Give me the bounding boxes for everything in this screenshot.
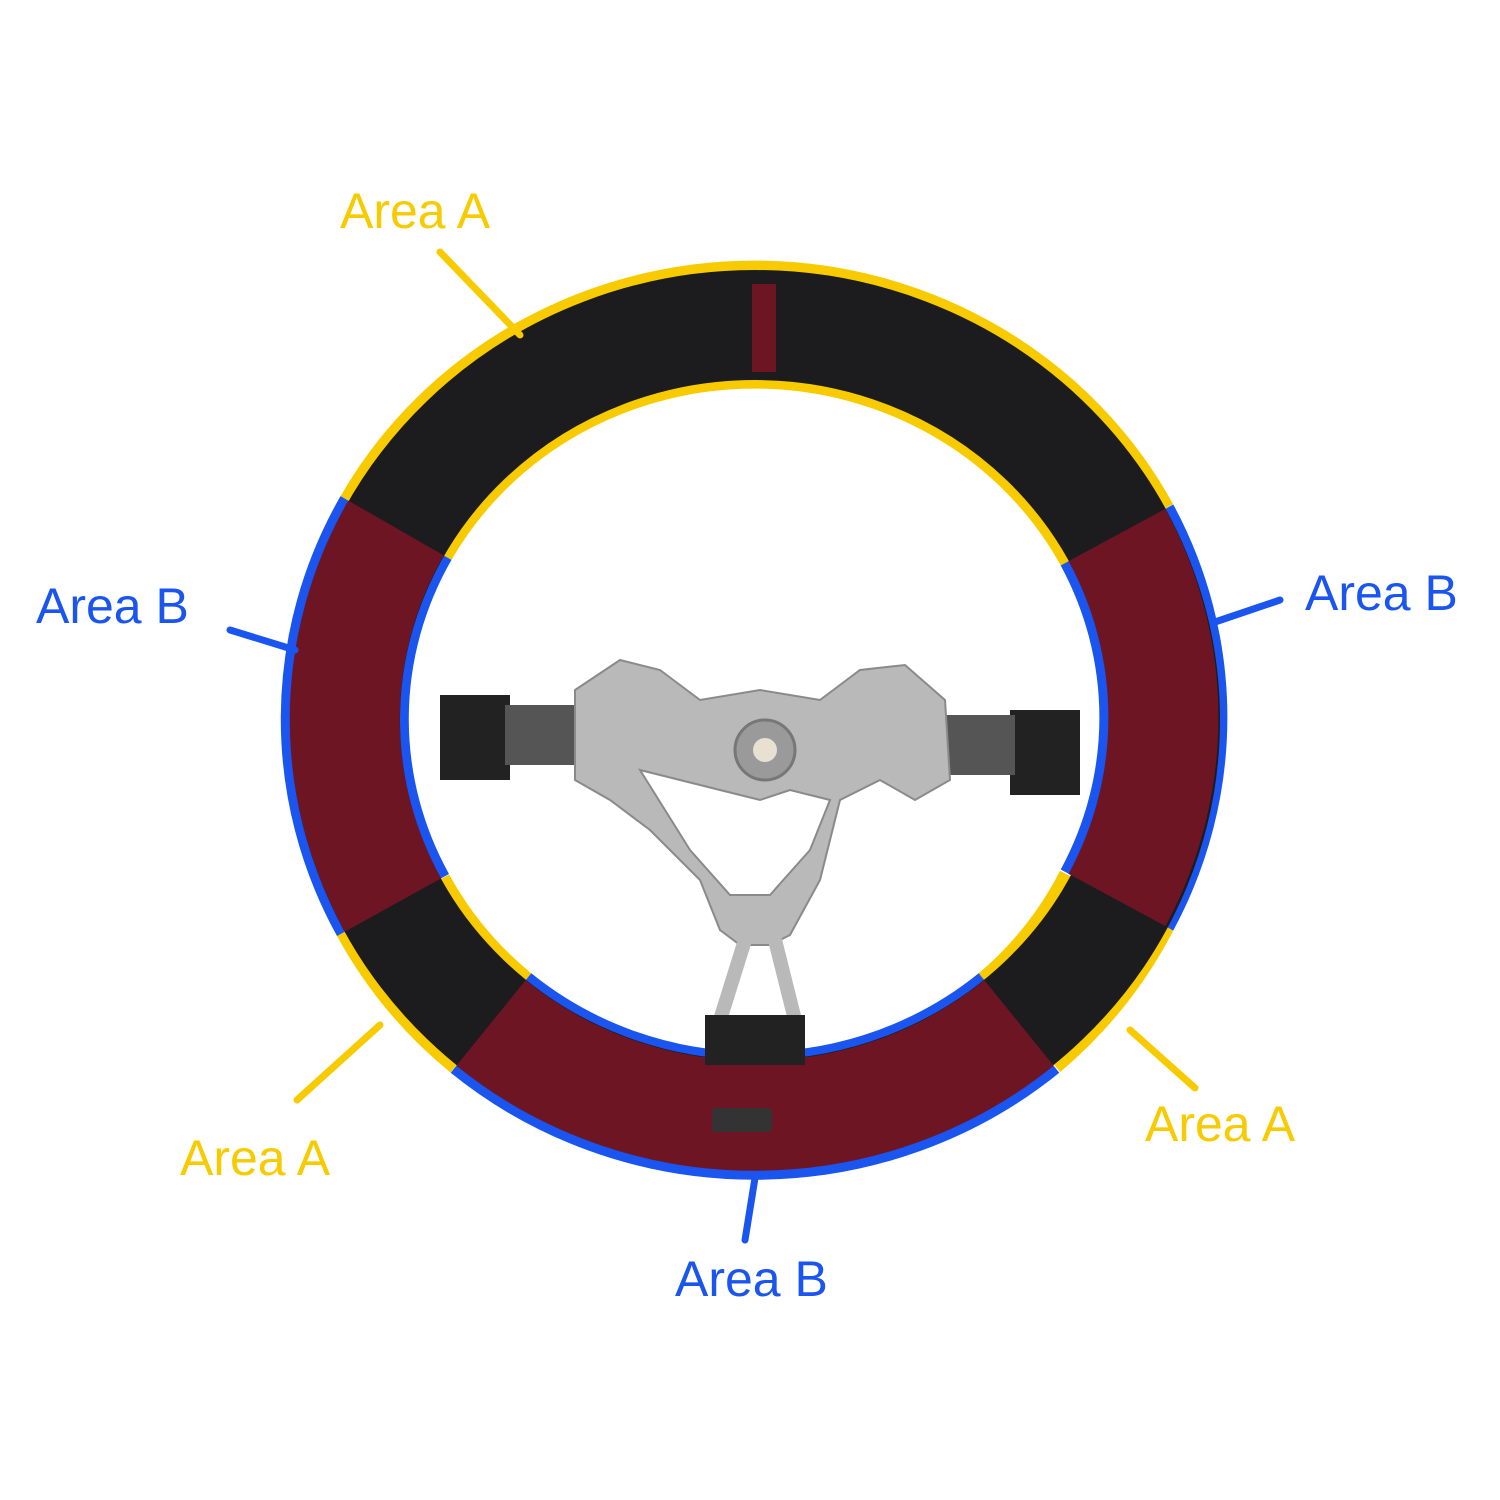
spoke-right-pad	[1010, 710, 1080, 795]
leader-top-a	[436, 248, 524, 339]
hub-lower-connector	[705, 1015, 805, 1065]
leader-right-b	[1211, 596, 1284, 626]
spoke-left-arm	[505, 705, 585, 765]
label-left-area-b: Area B	[36, 578, 189, 634]
label-bottom-right-area-a: Area A	[1145, 1096, 1296, 1152]
hub	[440, 658, 1080, 1065]
rim-red-left	[289, 500, 445, 932]
leader-bottom-left-a	[293, 1021, 384, 1104]
spoke-left-pad	[440, 695, 510, 780]
hub-frame	[574, 658, 952, 946]
label-right-area-b: Area B	[1305, 565, 1458, 621]
leader-bottom-b	[741, 1174, 759, 1244]
hub-lower-bracket	[713, 937, 802, 1023]
leader-bottom-right-a	[1126, 1026, 1199, 1092]
center-stripe	[752, 284, 776, 372]
bottom-badge	[712, 1108, 772, 1132]
label-bottom-area-b: Area B	[675, 1251, 828, 1307]
label-top-area-a: Area A	[340, 183, 491, 239]
hub-bore	[753, 738, 777, 762]
label-bottom-left-area-a: Area A	[180, 1130, 331, 1186]
leader-left-b	[226, 626, 299, 654]
rim-red-right	[1068, 508, 1219, 927]
